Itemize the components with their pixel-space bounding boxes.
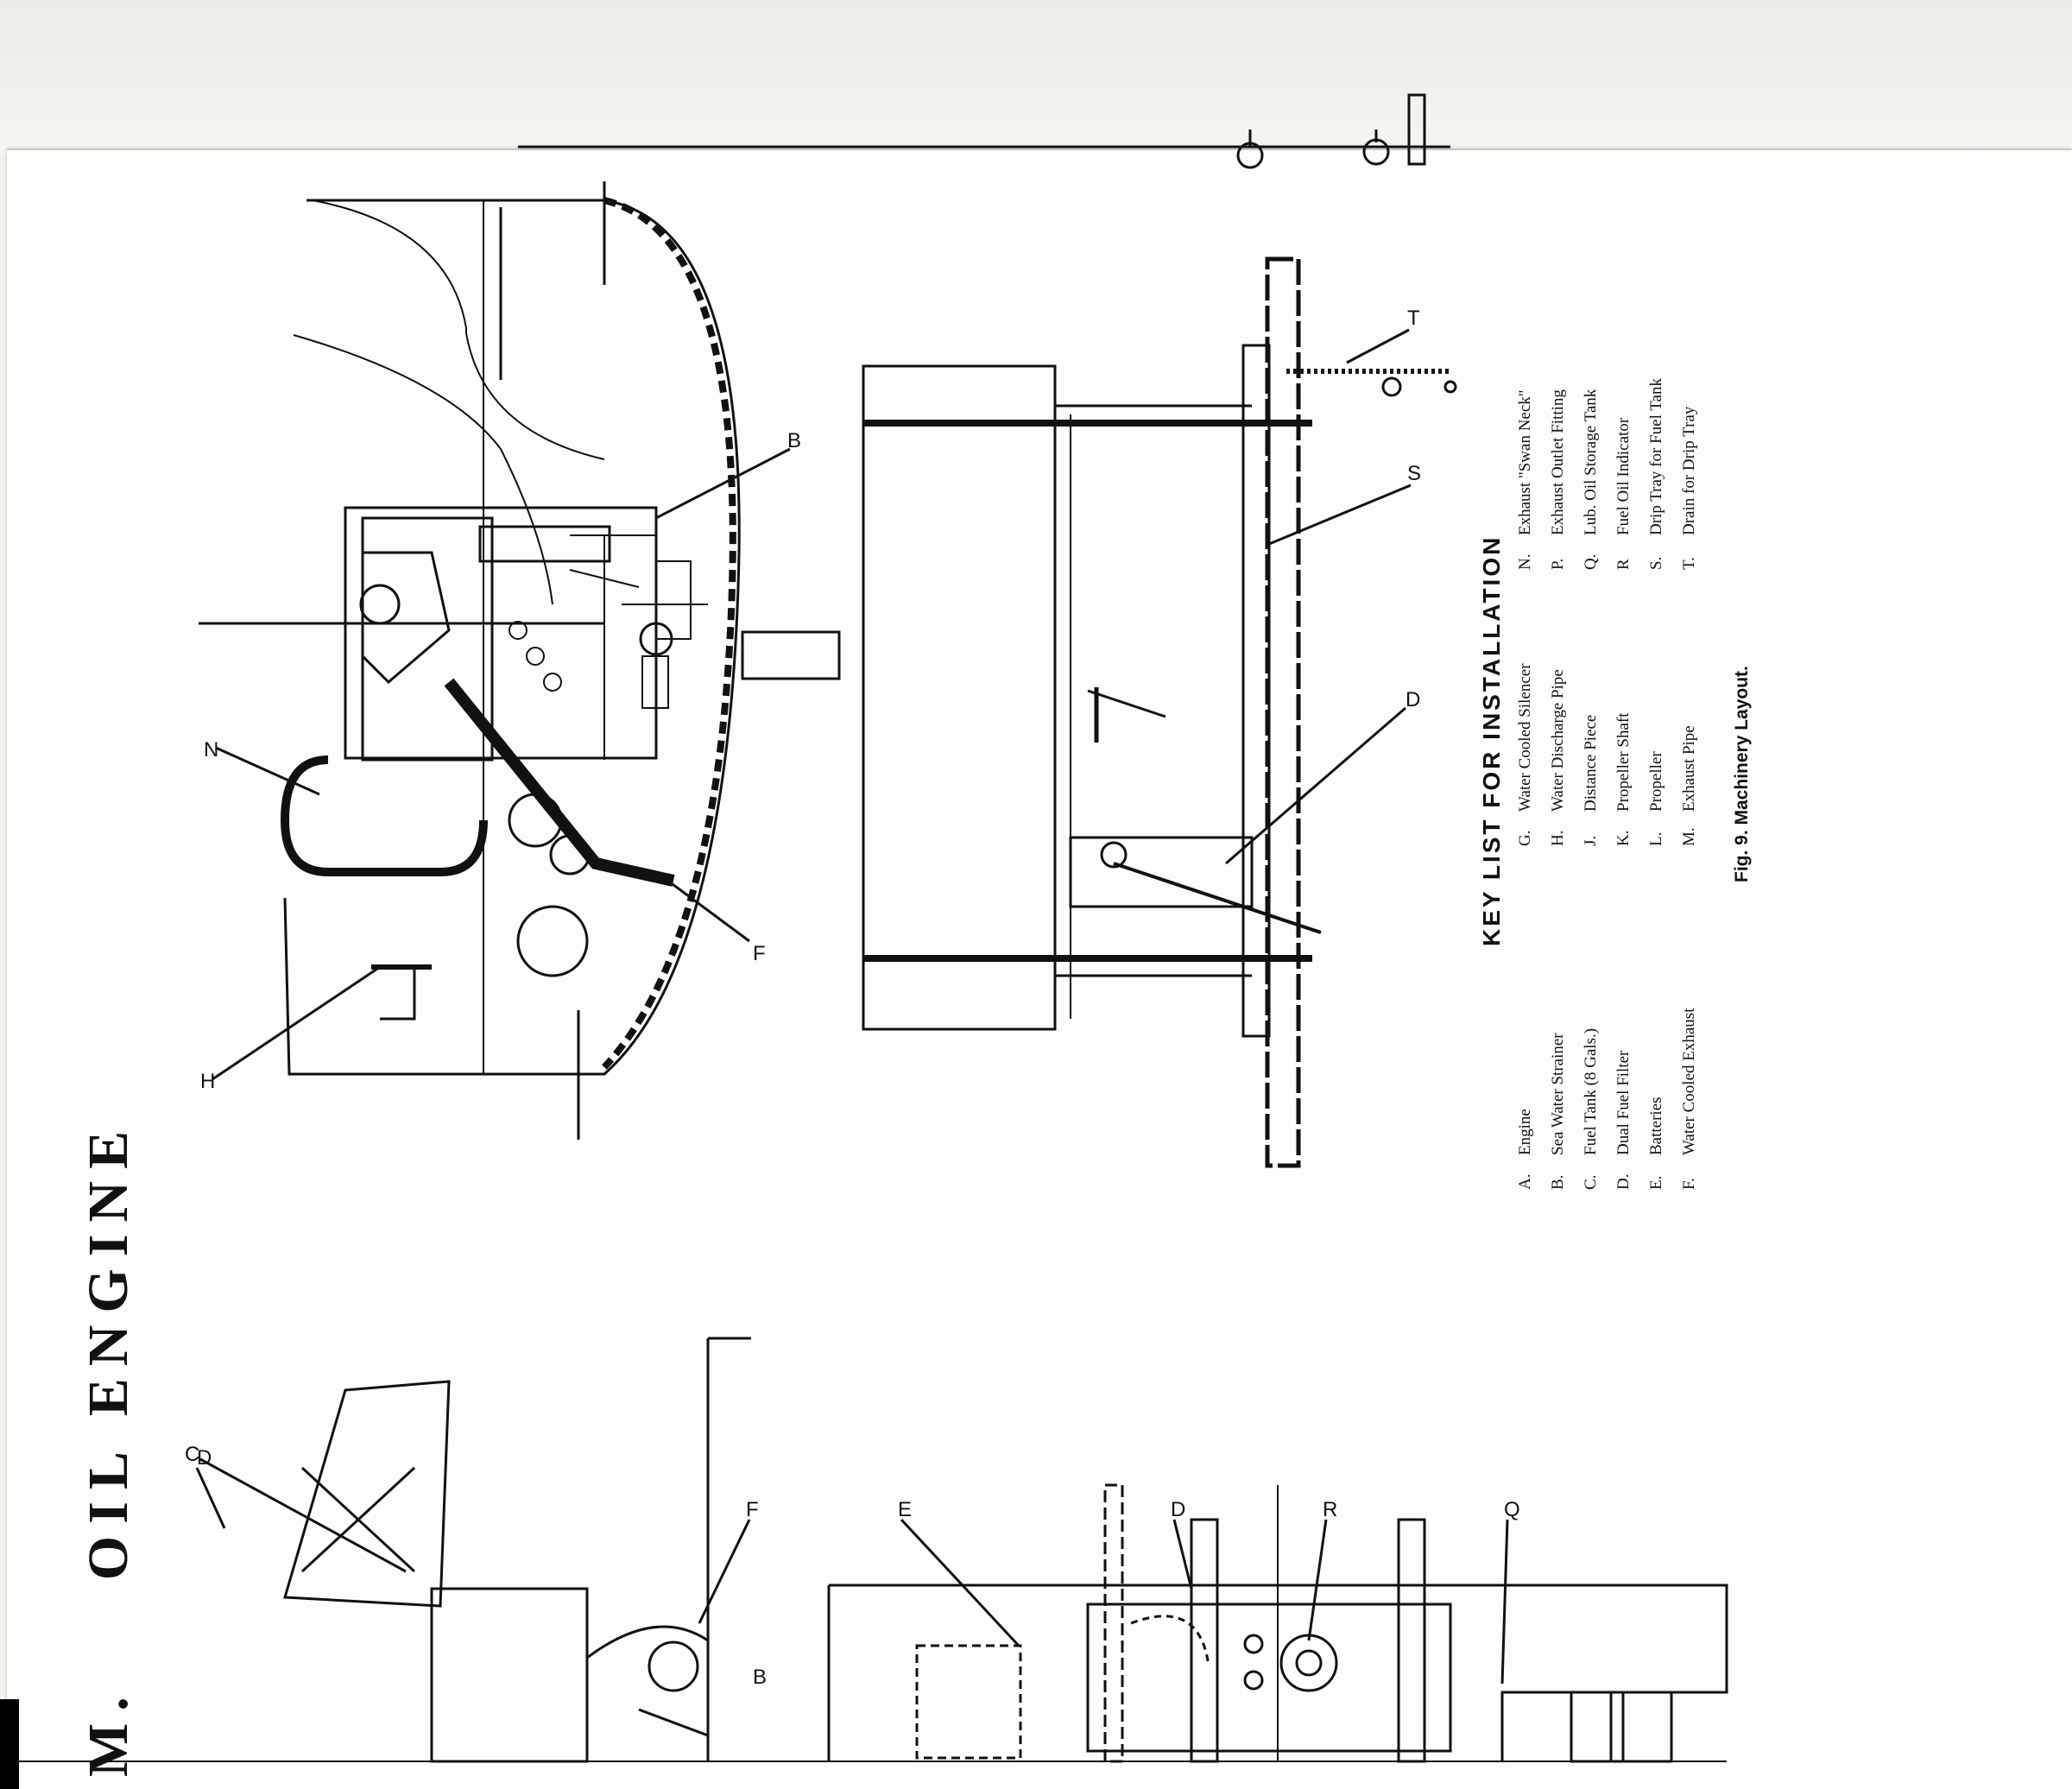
callout-b2: B: [753, 1666, 767, 1689]
key-item-text: Batteries: [1647, 1097, 1665, 1155]
key-item-letter: S.: [1647, 556, 1665, 570]
underlying-hardware: [518, 93, 1450, 169]
callout-n: N: [204, 738, 218, 762]
callout-leaders: [195, 328, 1509, 1685]
key-item-letter: N.: [1516, 553, 1534, 570]
callout-f2: F: [746, 1498, 759, 1521]
key-item: C. Fuel Tank (8 Gals.): [1575, 1008, 1608, 1190]
heading-prefix: M.: [77, 1685, 140, 1777]
key-item-letter: M.: [1680, 827, 1698, 846]
callout-letters: B N F H S T D C D F E D R Q B: [185, 307, 1520, 1689]
key-item: E. Batteries: [1640, 1008, 1673, 1190]
key-list-title: KEY LIST FOR INSTALLATION: [1478, 534, 1505, 946]
figure-caption: Fig. 9. Machinery Layout.: [1732, 666, 1752, 882]
key-item-letter: K.: [1614, 830, 1633, 846]
key-column-3: N. Exhaust "Swan Neck" P. Exhaust Outlet Fi…: [1509, 378, 1706, 570]
tank-side-elevation: [862, 256, 1457, 1168]
callout-d: D: [1406, 688, 1420, 711]
callout-b: B: [787, 429, 801, 452]
key-item: P. Exhaust Outlet Fitting: [1542, 378, 1575, 570]
key-item-text: Drip Tray for Fuel Tank: [1647, 378, 1665, 535]
key-item-letter: Q.: [1582, 553, 1600, 570]
key-item: J. Distance Piece: [1575, 663, 1608, 846]
key-item: Q. Lub. Oil Storage Tank: [1575, 378, 1608, 570]
key-item-letter: A.: [1516, 1173, 1534, 1190]
key-item-letter: L.: [1647, 831, 1665, 846]
callout-h: H: [200, 1070, 215, 1093]
key-item-text: Sea Water Strainer: [1549, 1033, 1567, 1155]
key-item: A. Engine: [1509, 1008, 1542, 1190]
key-item-letter: H.: [1549, 830, 1567, 846]
key-item-letter: E.: [1647, 1175, 1665, 1190]
key-item-text: Exhaust Outlet Fitting: [1549, 389, 1567, 535]
scan-edge-mark: [0, 1699, 19, 1789]
callout-f: F: [753, 942, 766, 965]
key-item-letter: D.: [1614, 1173, 1633, 1190]
lower-plan-view: [17, 1337, 1728, 1763]
page-heading: M. OIL ENGINE: [76, 1119, 142, 1777]
callout-d3: D: [1171, 1498, 1185, 1521]
key-item: S. Drip Tray for Fuel Tank: [1640, 378, 1673, 570]
engine-detail-lines: [509, 534, 708, 760]
key-item: G. Water Cooled Silencer: [1509, 663, 1542, 846]
key-item: M. Exhaust Pipe: [1673, 663, 1706, 846]
heading-title: OIL ENGINE: [77, 1118, 140, 1581]
key-item-text: Distance Piece: [1582, 714, 1600, 812]
key-item-letter: F.: [1680, 1178, 1698, 1190]
callout-e: E: [898, 1498, 912, 1521]
key-item-letter: B.: [1549, 1174, 1567, 1190]
key-item: T. Drain for Drip Tray: [1673, 378, 1706, 570]
callout-q: Q: [1504, 1498, 1520, 1521]
key-item-text: Exhaust "Swan Neck": [1516, 389, 1534, 535]
key-item-text: Fuel Tank (8 Gals.): [1582, 1027, 1600, 1155]
key-item-text: Fuel Oil Indicator: [1614, 417, 1633, 535]
key-item-text: Dual Fuel Filter: [1614, 1050, 1633, 1155]
callout-d2: D: [197, 1446, 212, 1470]
key-item-letter: R: [1614, 559, 1633, 570]
key-item: K. Propeller Shaft: [1608, 663, 1640, 846]
key-item-text: Propeller Shaft: [1614, 712, 1633, 812]
key-item-text: Water Cooled Silencer: [1516, 663, 1534, 812]
callout-r: R: [1323, 1498, 1337, 1521]
key-item: N. Exhaust "Swan Neck": [1509, 378, 1542, 570]
key-item-text: Water Discharge Pipe: [1549, 669, 1567, 812]
key-item-text: Water Cooled Exhaust: [1680, 1008, 1698, 1155]
hull-end-section: [199, 181, 841, 1140]
key-item: L. Propeller: [1640, 663, 1673, 846]
key-item-text: Exhaust Pipe: [1680, 725, 1698, 812]
key-item-letter: J.: [1582, 835, 1600, 846]
key-item-text: Drain for Drip Tray: [1680, 406, 1698, 535]
key-item-letter: C.: [1582, 1174, 1600, 1190]
key-item: D. Dual Fuel Filter: [1608, 1008, 1640, 1190]
key-item-text: Lub. Oil Storage Tank: [1582, 389, 1600, 535]
callout-t: T: [1407, 307, 1420, 330]
key-item-letter: P.: [1549, 558, 1567, 570]
key-item: R Fuel Oil Indicator: [1608, 378, 1640, 570]
callout-c: C: [185, 1443, 199, 1466]
key-item-text: Engine: [1516, 1109, 1534, 1155]
key-item: B. Sea Water Strainer: [1542, 1008, 1575, 1190]
key-item-text: Propeller: [1647, 751, 1665, 812]
key-item: H. Water Discharge Pipe: [1542, 663, 1575, 846]
callout-s: S: [1407, 462, 1421, 485]
key-item-letter: G.: [1516, 830, 1534, 846]
key-item: F. Water Cooled Exhaust: [1673, 1008, 1706, 1190]
key-item-letter: T.: [1680, 557, 1698, 570]
underlying-page: [0, 0, 2072, 155]
